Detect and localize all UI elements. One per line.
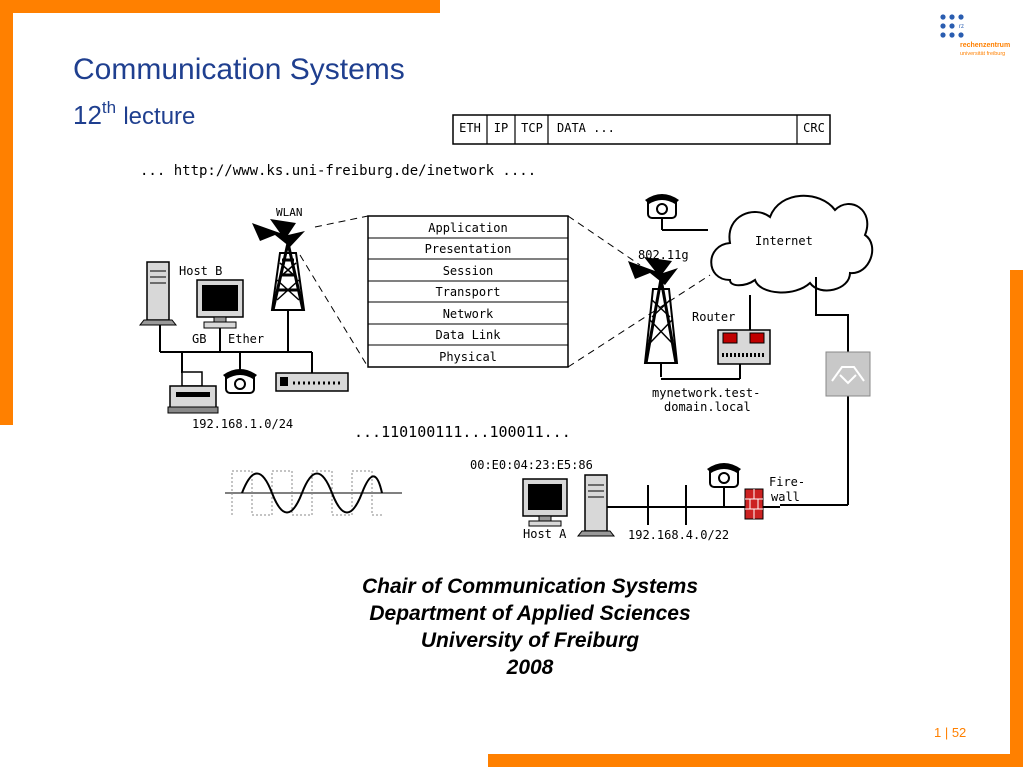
firewall-label-line-2: wall bbox=[771, 490, 800, 504]
subnet-2-label: 192.168.4.0/22 bbox=[628, 528, 729, 542]
osi-layer-session: Session bbox=[443, 264, 494, 278]
wlan-tower-icon bbox=[252, 219, 306, 311]
firewall-label-line-1: Fire- bbox=[769, 475, 805, 489]
url-text: ... http://www.ks.uni-freiburg.de/inetwo… bbox=[140, 163, 536, 179]
printer-icon bbox=[167, 371, 219, 414]
internet-cloud-icon bbox=[710, 194, 874, 294]
osi-layer-network: Network bbox=[443, 307, 494, 321]
osi-layer-physical: Physical bbox=[439, 350, 497, 364]
host-a-label: Host A bbox=[523, 527, 567, 541]
bitstream-label: ...110100111...100011... bbox=[354, 423, 571, 441]
packet-field-crc: CRC bbox=[803, 121, 825, 135]
osi-layer-application: Application bbox=[428, 221, 507, 235]
orange-bar-right bbox=[1010, 270, 1023, 767]
slide-subtitle: 12th lecture bbox=[73, 92, 195, 133]
ether-label: Ether bbox=[228, 332, 264, 346]
orange-bar-bottom bbox=[488, 754, 1023, 767]
host-a-monitor-icon bbox=[522, 478, 568, 527]
wifi-standard-label: 802.11g bbox=[638, 248, 689, 262]
domain-label-line-2: domain.local bbox=[664, 400, 751, 414]
packet-field-tcp: TCP bbox=[521, 121, 543, 135]
host-b-label: Host B bbox=[179, 264, 222, 278]
telephone-bottom-icon bbox=[707, 463, 741, 488]
lan-bus-1 bbox=[159, 310, 313, 373]
switch-icon bbox=[275, 372, 349, 392]
packet-field-eth: ETH bbox=[459, 121, 481, 135]
internet-label: Internet bbox=[755, 234, 813, 248]
gateway-box-icon bbox=[825, 351, 871, 397]
lecture-ordinal-suffix: th bbox=[101, 98, 117, 117]
footer-line-3: University of Freiburg bbox=[420, 629, 640, 652]
internet-uplink bbox=[780, 277, 849, 506]
telephone-top-icon bbox=[645, 194, 708, 231]
page-number: 1 | 52 bbox=[934, 725, 967, 740]
dots-logo-icon: rz bbox=[940, 14, 964, 38]
lan-bus-2 bbox=[610, 477, 780, 525]
footer-line-1: Chair of Communication Systems bbox=[361, 575, 699, 598]
lecture-number: 12 bbox=[73, 100, 102, 130]
firewall-icon bbox=[744, 488, 764, 520]
footer-affiliation: Chair of Communication Systems Departmen… bbox=[230, 573, 830, 681]
orange-bar-left bbox=[0, 0, 13, 425]
router-icon bbox=[661, 295, 771, 380]
host-a-tower-icon bbox=[576, 474, 616, 537]
wlan-label: WLAN bbox=[276, 206, 303, 219]
svg-text:rz: rz bbox=[959, 24, 964, 30]
router-label: Router bbox=[692, 310, 735, 324]
university-logo: rz rechenzentrum universität freiburg bbox=[938, 12, 1010, 57]
osi-layer-data-link: Data Link bbox=[435, 328, 501, 342]
packet-field-ip: IP bbox=[494, 121, 508, 135]
lecture-word: lecture bbox=[123, 103, 196, 130]
signal-waveform bbox=[225, 470, 402, 516]
subnet-1-label: 192.168.1.0/24 bbox=[192, 417, 293, 431]
domain-label-line-1: mynetwork.test- bbox=[652, 386, 760, 400]
packet-header: ETH IP TCP DATA ... CRC bbox=[452, 114, 831, 145]
dashed-connectors bbox=[299, 215, 711, 368]
osi-layer-presentation: Presentation bbox=[425, 242, 512, 256]
orange-bar-top bbox=[0, 0, 440, 13]
gb-label: GB bbox=[192, 332, 206, 346]
logo-line-1: rechenzentrum bbox=[960, 42, 1011, 49]
wlan-tower-right-icon bbox=[628, 257, 679, 377]
osi-layer-transport: Transport bbox=[435, 285, 500, 299]
slide-title: Communication Systems bbox=[73, 53, 405, 86]
packet-field-data: DATA ... bbox=[557, 121, 615, 135]
telephone-icon bbox=[223, 369, 257, 394]
network-diagram: ETH IP TCP DATA ... CRC ... http://www.k… bbox=[138, 114, 874, 542]
footer-line-2: Department of Applied Sciences bbox=[369, 602, 691, 625]
host-b-tower-icon bbox=[138, 261, 178, 326]
osi-layer-stack: Application Presentation Session Transpo… bbox=[367, 215, 569, 368]
logo-line-2: universität freiburg bbox=[960, 51, 1006, 57]
footer-line-4: 2008 bbox=[506, 656, 554, 679]
host-b-monitor-icon bbox=[196, 279, 244, 329]
mac-address-label: 00:E0:04:23:E5:86 bbox=[470, 458, 593, 472]
